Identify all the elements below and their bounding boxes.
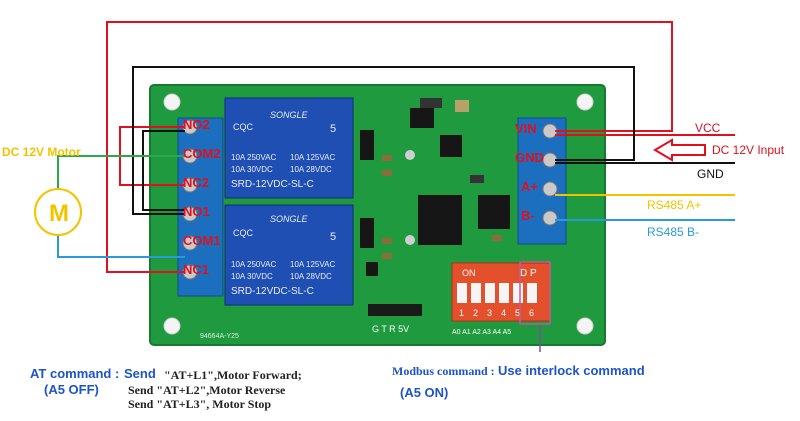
at-command-title: AT command : (30, 366, 120, 381)
mount-hole-tr (576, 93, 594, 111)
mount-hole-tl (163, 93, 181, 111)
at-command-mode: (A5 OFF) (44, 382, 99, 397)
wire-blue (57, 234, 185, 258)
modbus-command-title: Modbus command : (392, 364, 495, 378)
wire-green (57, 155, 185, 190)
svg-text:A0 A1 A2 A3 A4 A5: A0 A1 A2 A3 A4 A5 (452, 329, 511, 336)
at-command-line1: "AT+L1",Motor Forward; (164, 368, 302, 382)
mount-hole-bl (163, 317, 181, 335)
svg-text:CQC: CQC (233, 228, 254, 238)
terminal-no2: NO2 (183, 117, 210, 132)
terminal-nc1: NC1 (183, 262, 210, 277)
svg-text:6: 6 (529, 308, 534, 318)
wire-black-bridge (142, 130, 185, 211)
terminal-com1: COM1 (183, 233, 221, 248)
at-command-line2: Send "AT+L2",Motor Reverse (128, 383, 286, 397)
svg-text:SRD-12VDC-SL-C: SRD-12VDC-SL-C (231, 286, 314, 297)
pcb-id: 94664A-Y25 (200, 333, 239, 340)
rs485-b-label: RS485 B- (647, 225, 700, 239)
svg-text:2: 2 (473, 308, 478, 318)
vcc-label: VCC (695, 121, 721, 135)
relay-1: SONGLE CQC 5 10A 250VAC 10A 125VAC 10A 3… (224, 97, 354, 199)
dc-input-arrow-icon (653, 138, 706, 162)
svg-text:SONGLE: SONGLE (270, 214, 309, 224)
right-terminal-block (517, 117, 567, 245)
wire-red-loop (106, 21, 673, 273)
wire-black-loop (132, 66, 635, 215)
svg-text:4: 4 (501, 308, 506, 318)
svg-text:10A 30VDC: 10A 30VDC (231, 165, 273, 174)
modbus-command-text: Use interlock command (498, 363, 645, 378)
uart-header: G T R 5V (368, 304, 422, 334)
terminal-no1: NO1 (183, 204, 210, 219)
svg-text:10A 30VDC: 10A 30VDC (231, 272, 273, 281)
terminal-com2: COM2 (183, 146, 221, 161)
svg-text:CQC: CQC (233, 122, 254, 132)
svg-text:10A 28VDC: 10A 28VDC (290, 165, 332, 174)
mount-hole-br (576, 317, 594, 335)
dip-a5-highlight (519, 261, 551, 325)
terminal-a-plus: A+ (521, 179, 538, 194)
right-screws (542, 123, 558, 226)
svg-text:SRD-12VDC-SL-C: SRD-12VDC-SL-C (231, 179, 314, 190)
svg-text:SONGLE: SONGLE (270, 110, 309, 120)
terminal-vin: VIN (515, 121, 537, 136)
svg-text:10A 250VAC: 10A 250VAC (231, 153, 276, 162)
svg-text:3: 3 (487, 308, 492, 318)
svg-text:5: 5 (330, 231, 336, 243)
rs485-a-label: RS485 A+ (647, 198, 702, 212)
svg-text:10A 28VDC: 10A 28VDC (290, 272, 332, 281)
svg-text:10A 125VAC: 10A 125VAC (290, 153, 335, 162)
dip-switch: ON D P 1 2 3 4 5 6 A0 A1 A2 A3 A4 A5 (451, 262, 551, 336)
motor-letter: M (49, 200, 69, 227)
motor-symbol (34, 188, 82, 236)
svg-text:D P: D P (520, 268, 537, 279)
svg-text:1: 1 (459, 308, 464, 318)
pcb-components (360, 98, 510, 276)
motor-label: DC 12V Motor (2, 145, 81, 159)
relay-2: SONGLE CQC 5 10A 250VAC 10A 125VAC 10A 3… (224, 204, 354, 306)
at-command-line3: Send "AT+L3", Motor Stop (128, 397, 272, 411)
modbus-command-mode: (A5 ON) (400, 385, 449, 400)
svg-text:ON: ON (462, 268, 476, 278)
terminal-nc2: NC2 (183, 175, 210, 190)
terminal-b-minus: B- (521, 208, 535, 223)
svg-text:10A 250VAC: 10A 250VAC (231, 260, 276, 269)
svg-text:10A 125VAC: 10A 125VAC (290, 260, 335, 269)
at-command-send: Send (124, 366, 156, 381)
svg-text:G T R 5V: G T R 5V (372, 324, 409, 334)
svg-text:5: 5 (515, 308, 520, 318)
terminal-gnd: GND (515, 150, 544, 165)
gnd-label: GND (697, 167, 724, 181)
dc-input-label: DC 12V Input (712, 143, 785, 157)
svg-text:5: 5 (330, 123, 336, 135)
left-screws (182, 119, 198, 280)
